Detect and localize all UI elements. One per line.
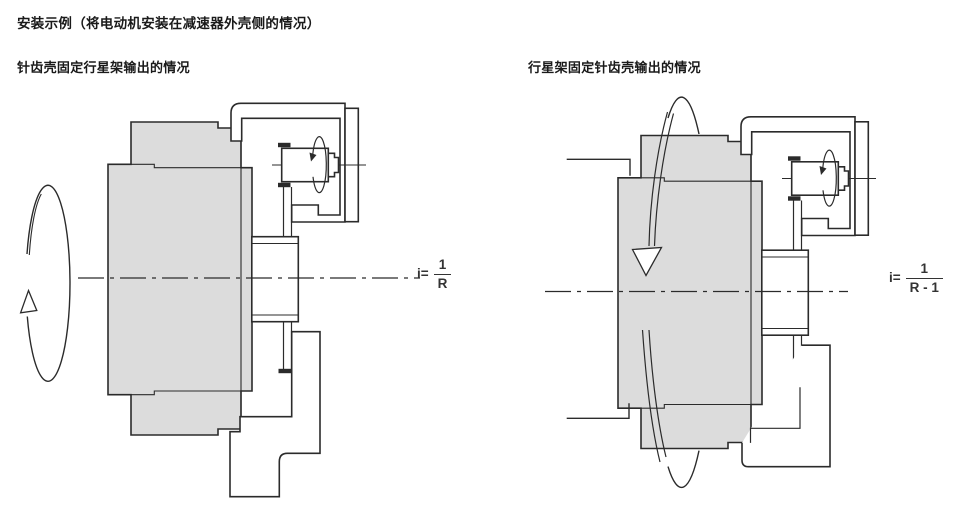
output-bracket <box>741 344 831 468</box>
right-diagram-drawing <box>545 96 877 489</box>
formula-fraction: 1 R - 1 <box>905 261 943 295</box>
formula-denominator: R <box>433 273 452 291</box>
left-diagram-drawing <box>19 102 420 498</box>
rotation-arrow-icon <box>19 184 71 382</box>
formula-numerator: 1 <box>438 257 447 272</box>
rotation-arrow-icon <box>631 96 700 489</box>
gear-ratio-formula-left: i= 1 R <box>417 257 452 291</box>
formula-lhs: i= <box>889 270 901 286</box>
output-bracket <box>229 330 321 498</box>
formula-lhs: i= <box>417 266 429 282</box>
formula-fraction: 1 R <box>433 257 452 291</box>
formula-numerator: 1 <box>920 261 929 276</box>
page-title: 安装示例（将电动机安装在减速器外壳侧的情况） <box>17 16 321 31</box>
right-diagram-caption: 行星架固定针齿壳输出的情况 <box>528 60 701 75</box>
carrier-fixed-lines <box>566 158 631 419</box>
gear-ratio-formula-right: i= 1 R - 1 <box>889 262 943 294</box>
formula-denominator: R - 1 <box>905 277 943 295</box>
left-diagram-caption: 针齿壳固定行星架输出的情况 <box>17 60 190 75</box>
